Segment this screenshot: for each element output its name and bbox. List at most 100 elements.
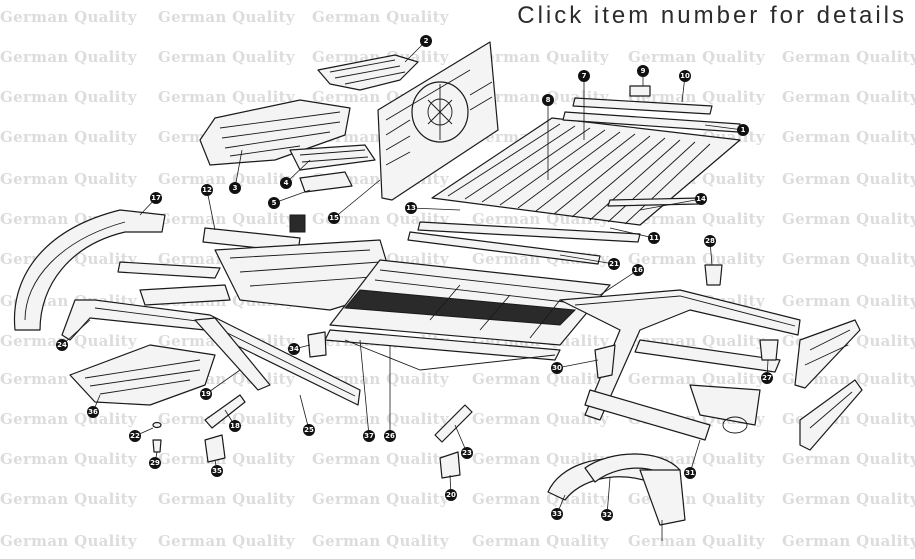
callout-14[interactable]: 14 — [695, 193, 707, 205]
callout-circle[interactable] — [328, 212, 340, 224]
callout-number[interactable]: 31 — [685, 469, 695, 477]
callout-number[interactable]: 33 — [552, 510, 562, 518]
callout-number[interactable]: 32 — [602, 511, 612, 519]
callout-32[interactable]: 32 — [601, 509, 613, 521]
callout-number[interactable]: 26 — [385, 432, 395, 440]
callout-11[interactable]: 11 — [648, 232, 660, 244]
callout-circle[interactable] — [637, 65, 649, 77]
callout-number[interactable]: 36 — [88, 408, 98, 416]
callout-number[interactable]: 11 — [649, 234, 659, 242]
callout-33[interactable]: 33 — [551, 508, 563, 520]
callout-circle[interactable] — [632, 264, 644, 276]
callout-number[interactable]: 7 — [582, 72, 587, 80]
callout-circle[interactable] — [695, 193, 707, 205]
callout-23[interactable]: 23 — [461, 447, 473, 459]
callout-circle[interactable] — [200, 388, 212, 400]
callout-10[interactable]: 10 — [679, 70, 691, 82]
callout-number[interactable]: 34 — [289, 345, 299, 353]
callout-number[interactable]: 23 — [462, 449, 472, 457]
callout-7[interactable]: 7 — [578, 70, 590, 82]
callout-37[interactable]: 37 — [363, 430, 375, 442]
callout-number[interactable]: 25 — [304, 426, 314, 434]
callout-circle[interactable] — [129, 430, 141, 442]
callout-number[interactable]: 2 — [424, 37, 429, 45]
callout-number[interactable]: 30 — [552, 364, 562, 372]
callout-circle[interactable] — [363, 430, 375, 442]
callout-circle[interactable] — [303, 424, 315, 436]
callout-number[interactable]: 15 — [329, 214, 339, 222]
callout-3[interactable]: 3 — [229, 182, 241, 194]
callout-circle[interactable] — [445, 489, 457, 501]
callout-number[interactable]: 14 — [696, 195, 706, 203]
callout-number[interactable]: 19 — [201, 390, 211, 398]
callout-number[interactable]: 1 — [741, 126, 746, 134]
callout-circle[interactable] — [551, 508, 563, 520]
callout-number[interactable]: 28 — [705, 237, 715, 245]
callout-18[interactable]: 18 — [229, 420, 241, 432]
callout-number[interactable]: 17 — [151, 194, 161, 202]
callout-circle[interactable] — [288, 343, 300, 355]
callout-16[interactable]: 16 — [632, 264, 644, 276]
callout-circle[interactable] — [648, 232, 660, 244]
callout-circle[interactable] — [461, 447, 473, 459]
callout-circle[interactable] — [761, 372, 773, 384]
callout-21[interactable]: 21 — [608, 258, 620, 270]
callout-29[interactable]: 29 — [149, 457, 161, 469]
callout-circle[interactable] — [737, 124, 749, 136]
callout-circle[interactable] — [542, 94, 554, 106]
callout-number[interactable]: 9 — [641, 67, 646, 75]
callout-circle[interactable] — [679, 70, 691, 82]
callout-number[interactable]: 22 — [130, 432, 140, 440]
callout-circle[interactable] — [211, 465, 223, 477]
callout-circle[interactable] — [280, 177, 292, 189]
callout-28[interactable]: 28 — [704, 235, 716, 247]
callout-circle[interactable] — [201, 184, 213, 196]
callout-number[interactable]: 5 — [272, 199, 277, 207]
callout-circle[interactable] — [684, 467, 696, 479]
callout-35[interactable]: 35 — [211, 465, 223, 477]
callout-circle[interactable] — [405, 202, 417, 214]
callout-circle[interactable] — [578, 70, 590, 82]
callout-circle[interactable] — [150, 192, 162, 204]
callout-20[interactable]: 20 — [445, 489, 457, 501]
callout-circle[interactable] — [384, 430, 396, 442]
callout-26[interactable]: 26 — [384, 430, 396, 442]
callout-circle[interactable] — [229, 182, 241, 194]
callout-number[interactable]: 35 — [212, 467, 222, 475]
callout-number[interactable]: 29 — [150, 459, 160, 467]
callout-9[interactable]: 9 — [637, 65, 649, 77]
callout-number[interactable]: 16 — [633, 266, 643, 274]
callout-19[interactable]: 19 — [200, 388, 212, 400]
callout-circle[interactable] — [56, 339, 68, 351]
callout-circle[interactable] — [229, 420, 241, 432]
callout-number[interactable]: 37 — [364, 432, 374, 440]
callout-1[interactable]: 1 — [737, 124, 749, 136]
callout-15[interactable]: 15 — [328, 212, 340, 224]
callout-36[interactable]: 36 — [87, 406, 99, 418]
callout-number[interactable]: 12 — [202, 186, 212, 194]
callout-number[interactable]: 3 — [233, 184, 238, 192]
callout-circle[interactable] — [87, 406, 99, 418]
callout-17[interactable]: 17 — [150, 192, 162, 204]
callout-4[interactable]: 4 — [280, 177, 292, 189]
callout-27[interactable]: 27 — [761, 372, 773, 384]
callout-25[interactable]: 25 — [303, 424, 315, 436]
callout-circle[interactable] — [551, 362, 563, 374]
callout-13[interactable]: 13 — [405, 202, 417, 214]
callout-circle[interactable] — [601, 509, 613, 521]
callout-number[interactable]: 24 — [57, 341, 67, 349]
callout-31[interactable]: 31 — [684, 467, 696, 479]
callout-circle[interactable] — [608, 258, 620, 270]
callout-number[interactable]: 8 — [546, 96, 551, 104]
callout-number[interactable]: 13 — [406, 204, 416, 212]
callout-8[interactable]: 8 — [542, 94, 554, 106]
callout-24[interactable]: 24 — [56, 339, 68, 351]
callout-number[interactable]: 21 — [609, 260, 619, 268]
callout-circle[interactable] — [420, 35, 432, 47]
callout-number[interactable]: 4 — [284, 179, 289, 187]
callout-5[interactable]: 5 — [268, 197, 280, 209]
callout-number[interactable]: 10 — [680, 72, 690, 80]
callout-number[interactable]: 20 — [446, 491, 456, 499]
callout-number[interactable]: 27 — [762, 374, 772, 382]
callout-circle[interactable] — [704, 235, 716, 247]
